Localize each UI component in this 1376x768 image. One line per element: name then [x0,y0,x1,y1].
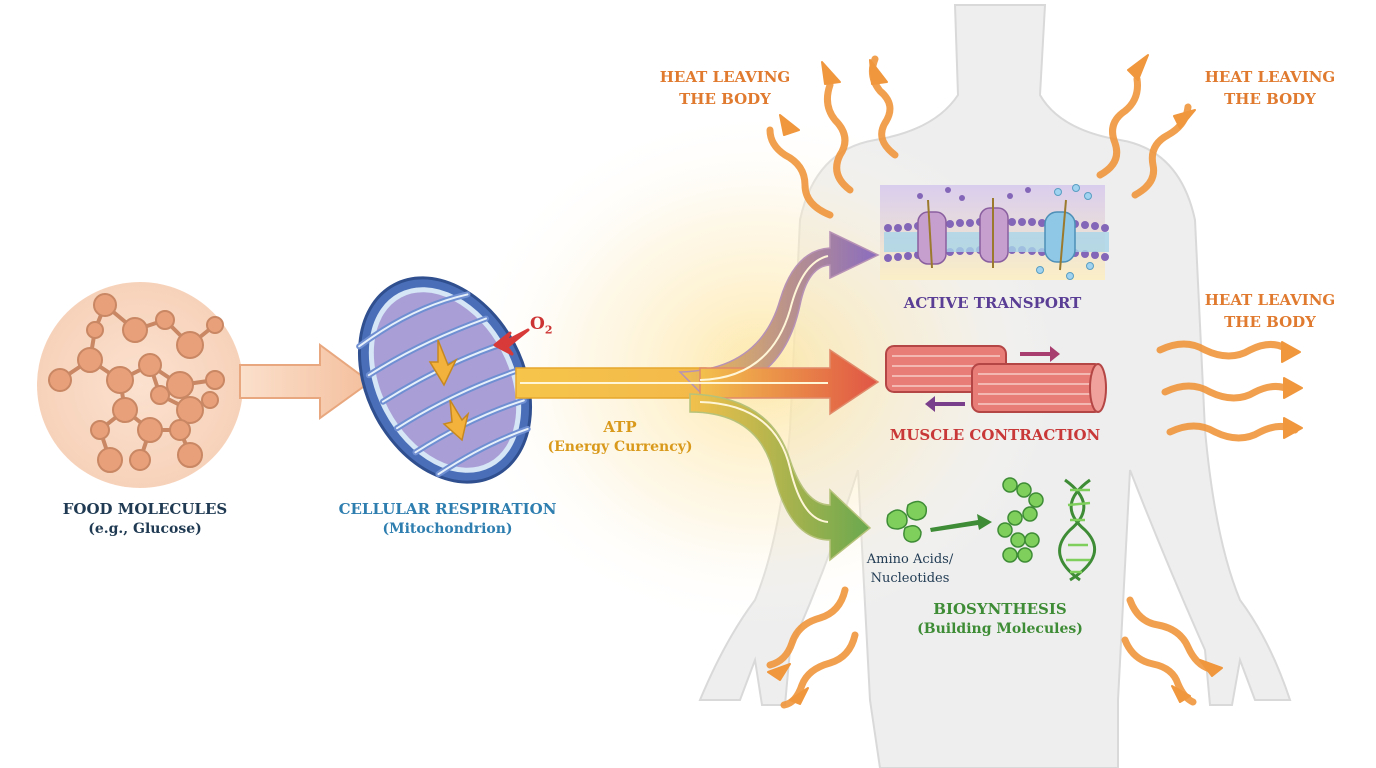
heat-label-top-left-line2: THE BODY [679,90,771,108]
food-molecules-icon [37,282,243,488]
heat-label-mid-right-line2: THE BODY [1224,313,1316,331]
active-transport-title: ACTIVE TRANSPORT [903,294,1082,312]
atp-subtitle: (Energy Currency) [547,439,693,455]
oxygen-arrow [493,328,530,356]
heat-label-mid-right-line1: HEAT LEAVING [1204,291,1336,309]
atp-title: ATP [603,418,637,436]
biosynthesis-title: BIOSYNTHESIS [933,600,1067,618]
atp-branch-arrows [515,230,880,562]
food-title: FOOD MOLECULES [62,500,228,518]
muscle-fiber-icon [885,345,1107,413]
cell-membrane-icon [880,184,1109,280]
oxygen-symbol: O [530,314,545,334]
mitochondrion-inner-arrows [428,339,470,442]
muscle-title: MUSCLE CONTRACTION [889,426,1101,444]
heat-label-top-left-line1: HEAT LEAVING [659,68,791,86]
heat-label-top-right-line1: HEAT LEAVING [1204,68,1336,86]
food-to-respiration-arrow [239,343,372,420]
oxygen-subscript: 2 [544,323,553,337]
biosynthesis-subtitle: (Building Molecules) [917,621,1083,637]
heat-label-top-right-line2: THE BODY [1224,90,1316,108]
biosynthesis-input-line1: Amino Acids/ [866,552,954,567]
respiration-subtitle: (Mitochondrion) [382,521,513,537]
oxygen-label: O2 [530,314,552,337]
food-subtitle: (e.g., Glucose) [88,521,202,537]
respiration-title: CELLULAR RESPIRATION [338,500,557,518]
heat-arrows [766,54,1303,709]
biosynthesis-icon [886,477,1096,582]
biosynthesis-input-line2: Nucleotides [870,571,950,586]
